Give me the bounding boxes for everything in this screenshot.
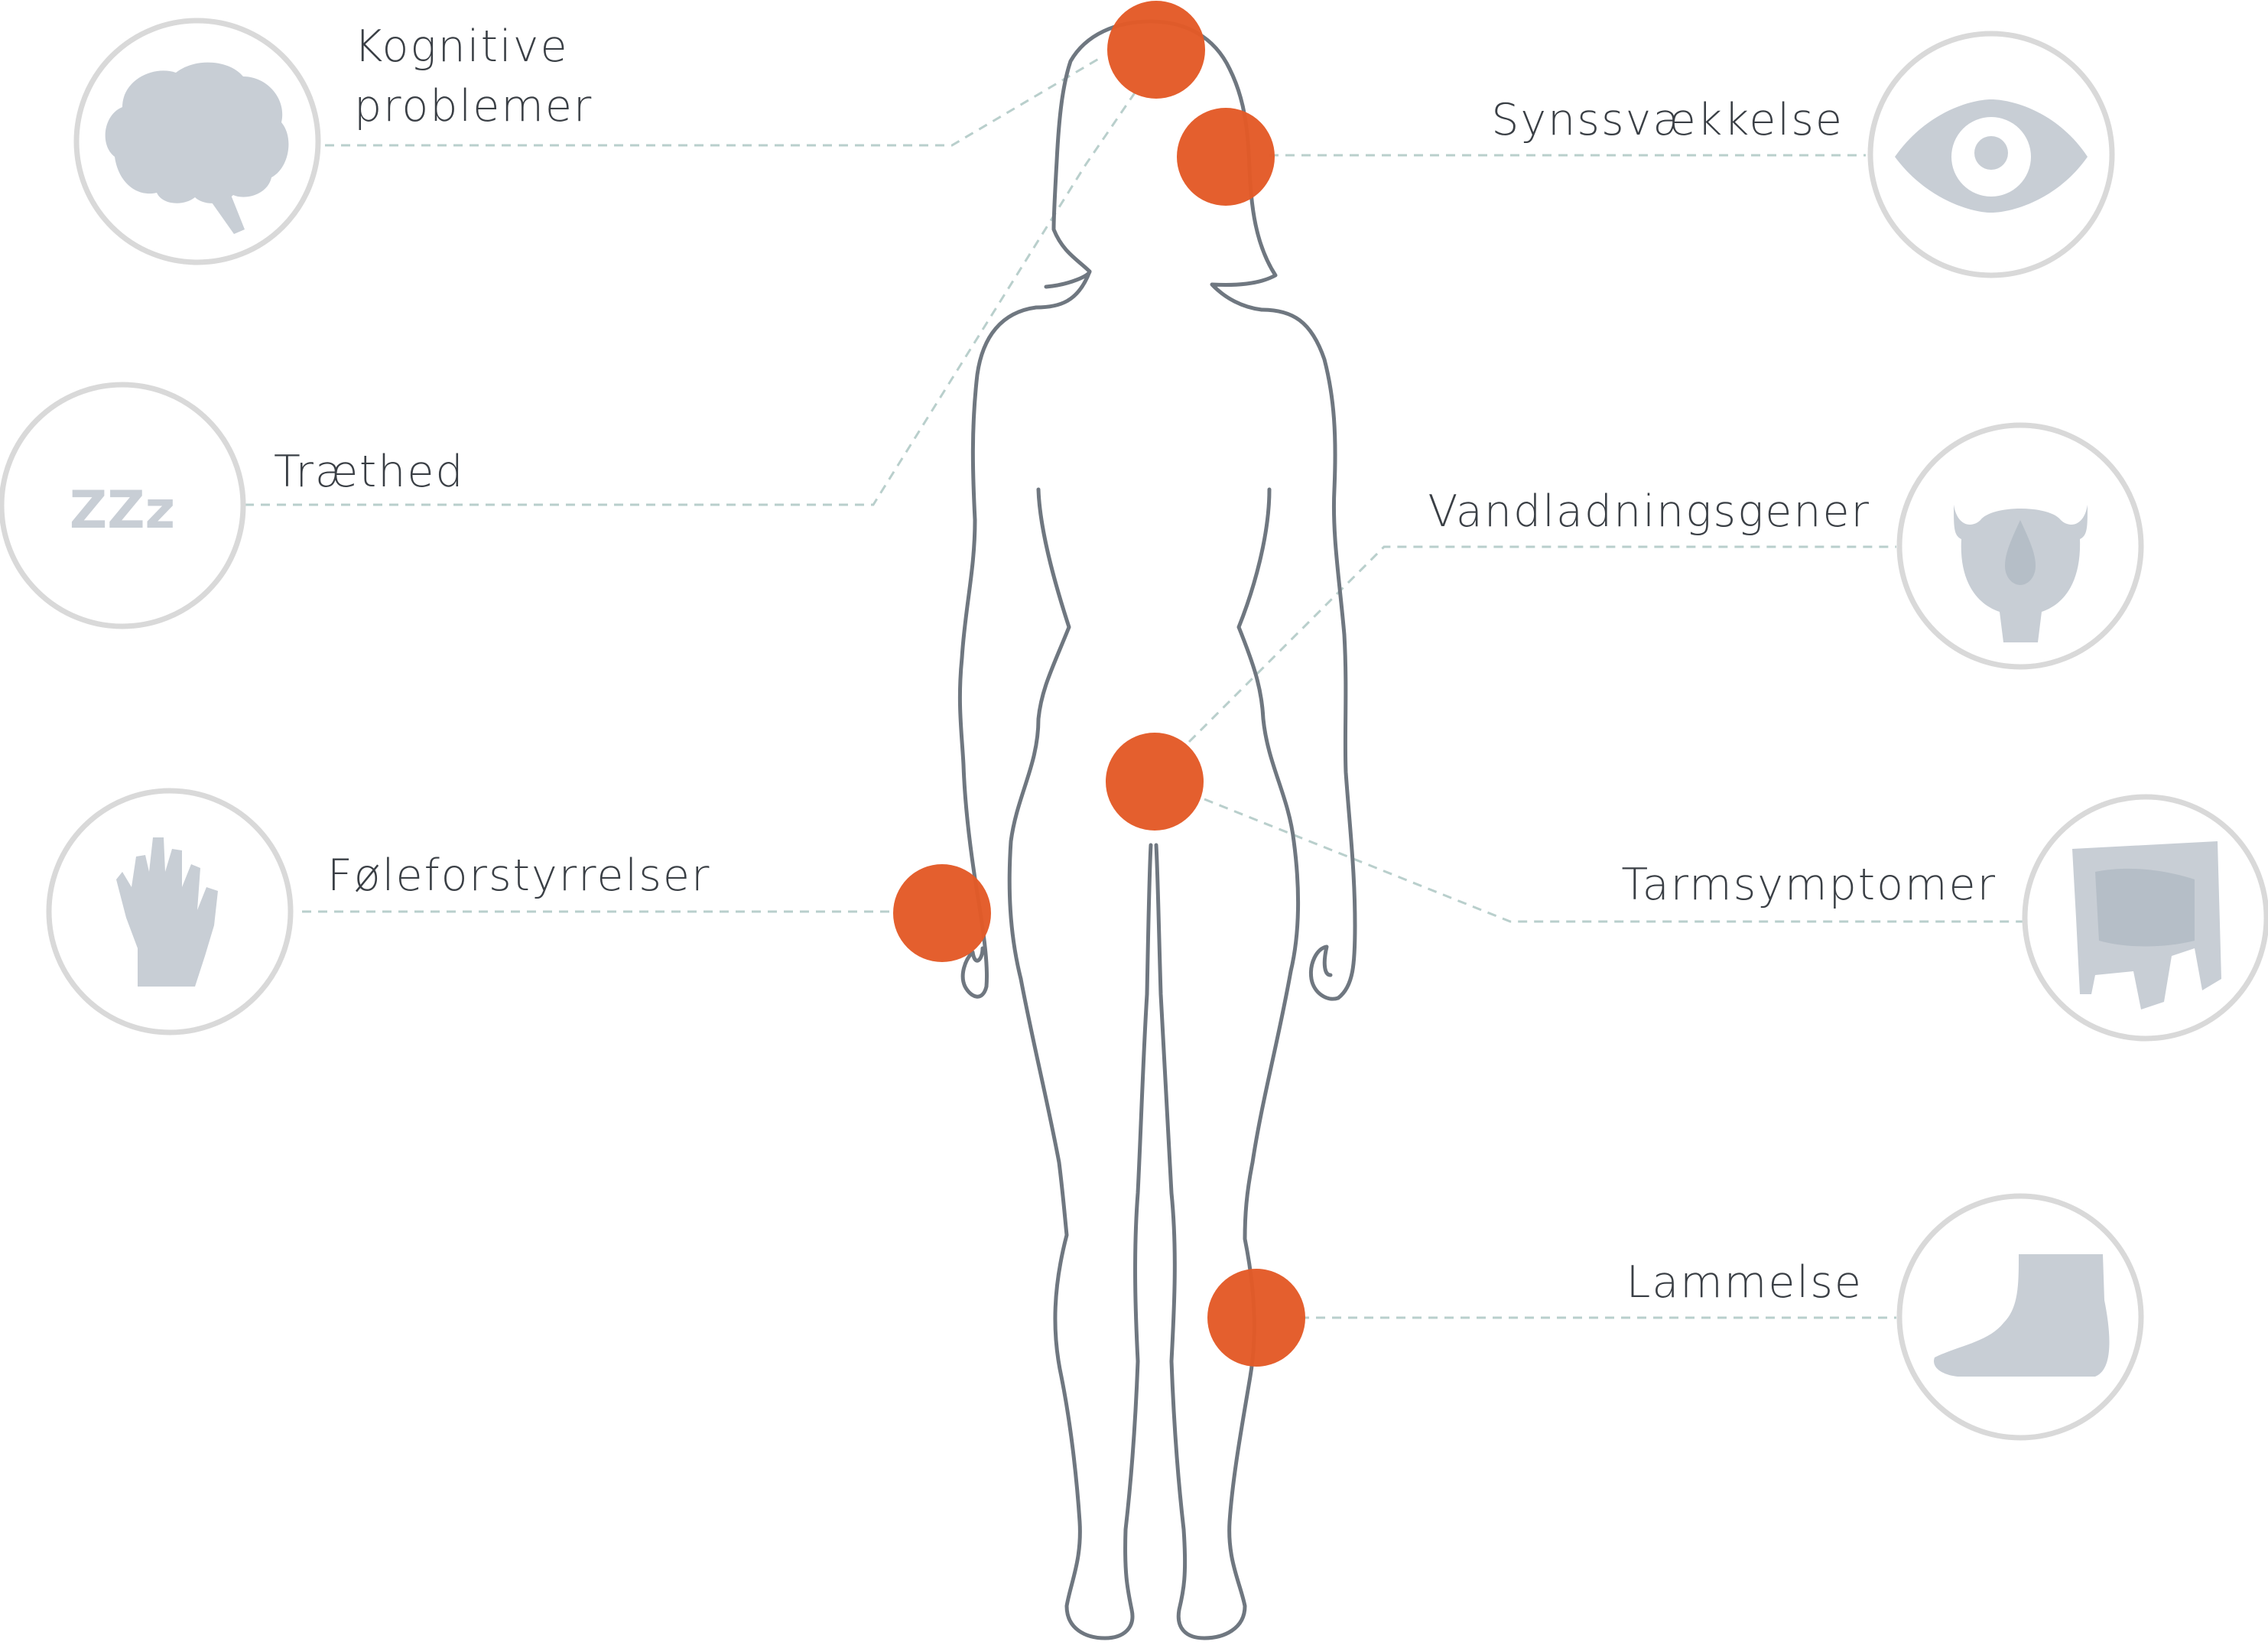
icon-fatigue: ZZz (0, 382, 246, 629)
intestine-icon (2072, 841, 2221, 1009)
label-cognitive: Kognitive problemer (354, 17, 593, 136)
left-inner-arm (1007, 487, 1071, 981)
foot-icon (1934, 1254, 2110, 1377)
icon-paralysis (1896, 1193, 2144, 1441)
hand-icon (116, 837, 218, 987)
torso-right-arm (1259, 307, 1357, 1001)
marker-knee (1207, 1269, 1305, 1367)
leader-fatigue (245, 91, 1137, 506)
label-fatigue: Træthed (274, 447, 465, 497)
label-cognitive-line1: Kognitive (354, 21, 569, 72)
icon-sensory (46, 788, 294, 1035)
label-vision: Synssvækkelse (1491, 95, 1844, 145)
leader-bowel (1204, 798, 2023, 923)
brain-icon (105, 62, 289, 234)
marker-hand (893, 864, 991, 962)
markers (893, 1, 1305, 1367)
left-leg (1019, 843, 1153, 1640)
bladder-icon (1954, 505, 2088, 642)
eye-icon (1895, 99, 2088, 213)
marker-eye (1177, 108, 1275, 206)
leader-cognitive (325, 56, 1102, 147)
leader-bladder (1188, 545, 1896, 743)
right-leg (1154, 843, 1293, 1640)
zzz-icon: ZZz (70, 480, 175, 541)
icon-bowel (2022, 794, 2268, 1042)
marker-head (1107, 1, 1205, 99)
leader-lines (245, 56, 2023, 1319)
icon-bladder (1896, 422, 2144, 670)
marker-pelvis (1106, 733, 1204, 831)
right-inner-arm (1236, 487, 1301, 974)
ring-fatigue (0, 382, 246, 629)
label-bowel: Tarmsymptomer (1621, 860, 1997, 910)
label-cognitive-line2: problemer (354, 81, 593, 132)
icon-vision (1867, 31, 2115, 278)
icon-cognitive (73, 18, 321, 265)
torso-left-arm (957, 269, 1092, 999)
label-sensory: Føleforstyrrelser (327, 850, 711, 901)
label-paralysis: Lammelse (1626, 1257, 1863, 1308)
label-bladder: Vandladningsgener (1428, 486, 1870, 537)
